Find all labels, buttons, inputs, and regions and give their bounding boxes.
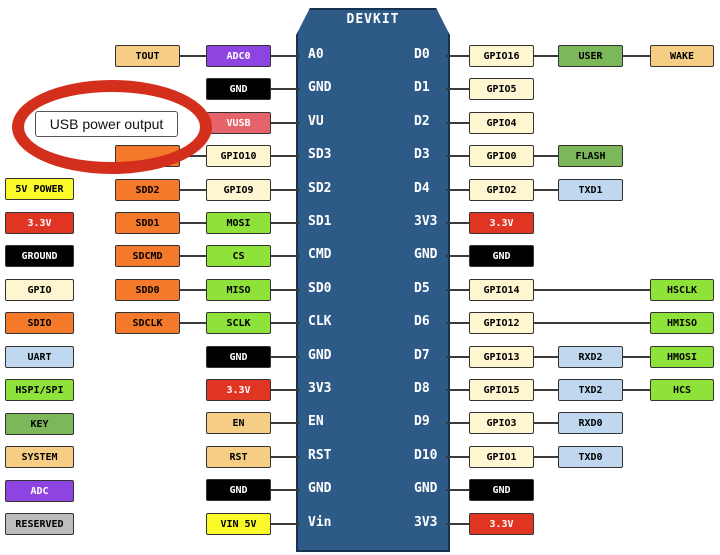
right-pin-name: D1 bbox=[414, 80, 430, 96]
left-pin-label: MISO bbox=[206, 278, 271, 301]
right-pin-label: TXD0 bbox=[558, 445, 623, 468]
left-pin-name: SD2 bbox=[308, 180, 332, 196]
left-pin-name: RST bbox=[308, 447, 332, 463]
left-pin-name: CMD bbox=[308, 247, 332, 263]
right-pin-label: HCS bbox=[650, 379, 714, 401]
right-pin-label: GPIO0 bbox=[469, 145, 534, 168]
right-pin-label: GND bbox=[469, 245, 534, 268]
left-pin-label: SCLK bbox=[206, 312, 271, 335]
left-pin-label: 3.3V bbox=[206, 379, 271, 401]
left-pin-name: GND bbox=[308, 80, 332, 96]
right-pin-label: GPIO13 bbox=[469, 345, 534, 368]
right-pin-label: TXD1 bbox=[558, 178, 623, 201]
right-pin-name: D0 bbox=[414, 47, 430, 62]
left-pin-name: 3V3 bbox=[308, 381, 332, 396]
left-pin-label: GND bbox=[206, 479, 271, 502]
right-pin-line bbox=[446, 322, 680, 325]
right-pin-label: 3.3V bbox=[469, 512, 534, 535]
legend-item: 5V POWER bbox=[5, 178, 74, 200]
right-pin-label: GPIO15 bbox=[469, 379, 534, 401]
right-pin-name: D4 bbox=[414, 180, 430, 196]
callout-text: USB power output bbox=[35, 111, 178, 137]
right-pin-label: TXD2 bbox=[558, 379, 623, 401]
legend-item: SYSTEM bbox=[5, 446, 74, 468]
right-pin-label: GND bbox=[469, 479, 534, 502]
left-pin-label: SDCMD bbox=[115, 245, 180, 268]
legend-item: GROUND bbox=[5, 245, 74, 267]
left-pin-name: SD0 bbox=[308, 280, 332, 296]
right-pin-label: GPIO5 bbox=[469, 78, 534, 101]
right-pin-label: RXD0 bbox=[558, 412, 623, 435]
legend-item: UART bbox=[5, 345, 74, 368]
right-pin-label: GPIO14 bbox=[469, 278, 534, 301]
right-pin-name: D5 bbox=[414, 280, 430, 296]
right-pin-label: GPIO2 bbox=[469, 178, 534, 201]
right-pin-label: USER bbox=[558, 45, 623, 67]
left-pin-label: SDD0 bbox=[115, 278, 180, 301]
left-pin-label: GND bbox=[206, 78, 271, 101]
right-pin-label: HMISO bbox=[650, 312, 714, 335]
left-pin-label: VUSB bbox=[206, 111, 271, 134]
right-pin-name: D9 bbox=[414, 414, 430, 430]
left-pin-label: ADC0 bbox=[206, 45, 271, 67]
left-pin-name: CLK bbox=[308, 314, 332, 330]
left-pin-label: SDD1 bbox=[115, 212, 180, 234]
devkit-board bbox=[296, 8, 450, 552]
left-pin-name: SD1 bbox=[308, 214, 332, 229]
left-pin-name: SD3 bbox=[308, 147, 332, 163]
right-pin-label: RXD2 bbox=[558, 345, 623, 368]
left-pin-label: GND bbox=[206, 345, 271, 368]
right-pin-name: D7 bbox=[414, 347, 430, 363]
left-pin-name: EN bbox=[308, 414, 324, 430]
board-title: DEVKIT bbox=[346, 12, 400, 27]
right-pin-line bbox=[446, 288, 680, 291]
legend-item: RESERVED bbox=[5, 513, 74, 535]
right-pin-label: GPIO16 bbox=[469, 45, 534, 67]
left-pin-label: MOSI bbox=[206, 212, 271, 234]
left-pin-label: CS bbox=[206, 245, 271, 268]
right-pin-label: FLASH bbox=[558, 145, 623, 168]
legend-item: KEY bbox=[5, 412, 74, 435]
right-pin-label: 3.3V bbox=[469, 212, 534, 234]
right-pin-label: GPIO4 bbox=[469, 111, 534, 134]
left-pin-label: RST bbox=[206, 445, 271, 468]
right-pin-label: HSCLK bbox=[650, 278, 714, 301]
left-pin-label: TOUT bbox=[115, 45, 180, 67]
right-pin-name: D2 bbox=[414, 113, 430, 129]
left-pin-label: GPIO9 bbox=[206, 178, 271, 201]
left-pin-name: GND bbox=[308, 481, 332, 497]
left-pin-label: GPIO10 bbox=[206, 145, 271, 168]
legend-item: 3.3V bbox=[5, 211, 74, 234]
legend-item: GPIO bbox=[5, 278, 74, 301]
left-pin-label: SDD2 bbox=[115, 178, 180, 201]
right-pin-name: D10 bbox=[414, 447, 438, 463]
left-pin-name: Vin bbox=[308, 514, 332, 530]
left-pin-name: VU bbox=[308, 113, 324, 129]
right-pin-label: GPIO3 bbox=[469, 412, 534, 435]
right-pin-label: GPIO12 bbox=[469, 312, 534, 335]
left-pin-name: GND bbox=[308, 347, 332, 363]
left-pin-name: A0 bbox=[308, 47, 324, 62]
right-pin-name: GND bbox=[414, 247, 438, 263]
right-pin-name: 3V3 bbox=[414, 514, 438, 530]
right-pin-name: 3V3 bbox=[414, 214, 438, 229]
right-pin-label: HMOSI bbox=[650, 345, 714, 368]
legend-item: HSPI/SPI bbox=[5, 379, 74, 401]
right-pin-name: D6 bbox=[414, 314, 430, 330]
right-pin-name: D3 bbox=[414, 147, 430, 163]
left-pin-label: VIN 5V bbox=[206, 512, 271, 535]
legend-item: SDIO bbox=[5, 312, 74, 334]
left-pin-label: EN bbox=[206, 412, 271, 435]
right-pin-label: GPIO1 bbox=[469, 445, 534, 468]
right-pin-name: D8 bbox=[414, 381, 430, 396]
left-pin-label: SDCLK bbox=[115, 312, 180, 335]
right-pin-label: WAKE bbox=[650, 45, 714, 67]
right-pin-name: GND bbox=[414, 481, 438, 497]
legend-item: ADC bbox=[5, 479, 74, 502]
